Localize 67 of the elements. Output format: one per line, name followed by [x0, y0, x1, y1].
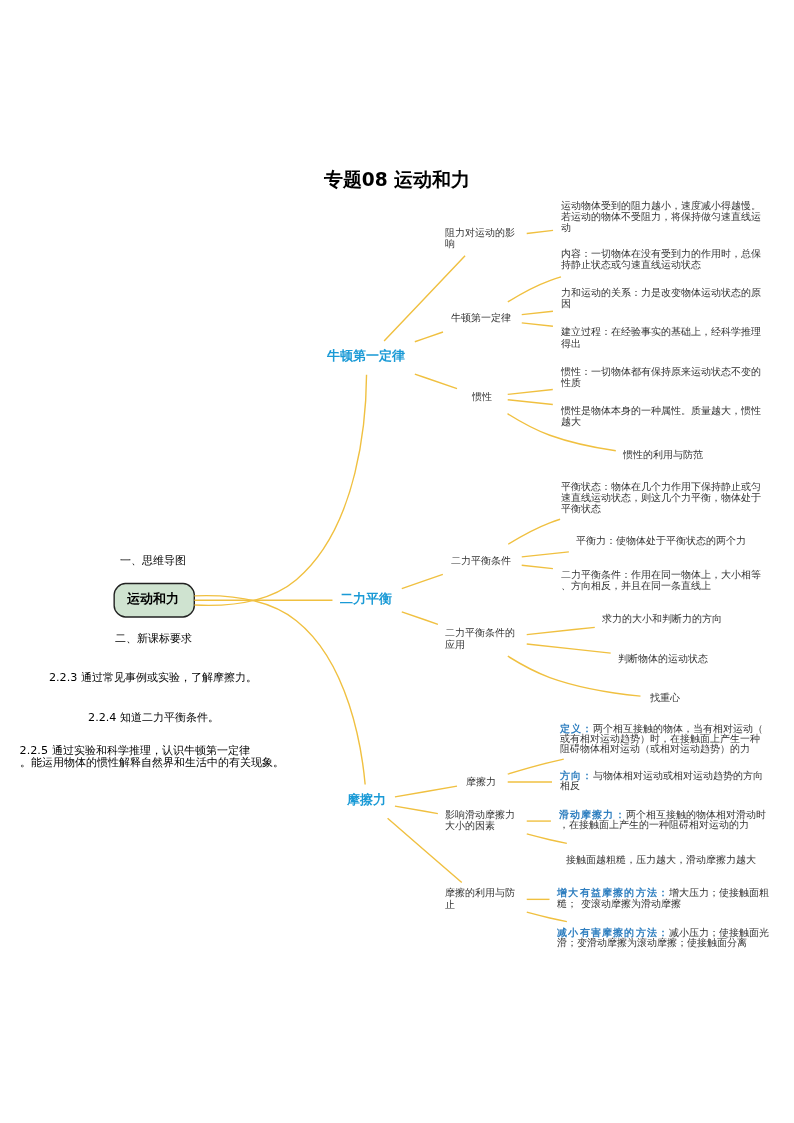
node-text: 惯性的利用与防范 [623, 447, 704, 460]
node-text: 滑动摩擦力：两个相互接触的物体相对滑动时，在接触面上产生的一种阻碍相对运动的力 [558, 807, 766, 830]
connector [193, 594, 366, 785]
node-text: 定义：两个相互接触的物体，当有相对运动（或有相对运动趋势）时，在接触面上产生一种阻碍物体相对运动（或相对运动趋势）的力 [559, 721, 764, 754]
connector [521, 310, 554, 315]
connector [526, 911, 568, 922]
label: 二、新课标要求 [114, 631, 192, 645]
node-text: 摩擦的利用与防止 [445, 885, 516, 910]
connector [526, 819, 552, 822]
connector [526, 626, 596, 635]
connector [507, 388, 554, 395]
node-text: 惯性 [471, 389, 492, 402]
connector [507, 757, 565, 775]
connector [526, 832, 568, 844]
connector [394, 804, 439, 814]
connector [383, 254, 466, 342]
node-text: 二力平衡条件的应用 [445, 625, 516, 650]
label: 2.2.5 通过实验和科学推理，认识牛顿第一定律。能运用物体的惯性解释自然界和生活中的有关现象。 [19, 743, 284, 769]
node-text: 牛顿第一定律 [327, 347, 406, 363]
node-text: 内容：一切物体在没有受到力的作用时，总保持静止状态或匀速直线运动状态 [560, 246, 761, 270]
node-text: 惯性是物体本身的一种属性。质量越大，惯性越大 [560, 403, 761, 427]
node-text: 阻力对运动的影响 [445, 225, 516, 249]
connector [386, 817, 463, 883]
label: 2.2.4 知道二力平衡条件。 [88, 710, 220, 724]
node-text: 摩擦力 [347, 791, 387, 807]
node-text: 判断物体的运动状态 [618, 651, 709, 664]
node-text: 二力平衡条件：作用在同一物体上，大小相等、方向相反，并且在同一条直线上 [560, 567, 761, 591]
node-text: 惯性：一切物体都有保持原来运动状态不变的性质 [560, 364, 761, 388]
connector [507, 518, 561, 545]
node-box: 运动和力 [113, 582, 195, 618]
connector [507, 398, 554, 405]
label: 2.2.3 通过常见事例或实验，了解摩擦力。 [48, 670, 257, 684]
node-text: 平衡状态：物体在几个力作用下保持静止或匀速直线运动状态，则这几个力平衡，物体处于平衡状态 [560, 479, 761, 514]
connector [526, 898, 551, 900]
connector [526, 642, 612, 654]
node-text: 平衡力：使物体处于平衡状态的两个力 [576, 533, 747, 546]
label: 一、思维导图 [120, 553, 187, 567]
node-text: 求力的大小和判断力的方向 [602, 611, 723, 624]
node-text: 力和运动的关系：力是改变物体运动状态的原因 [560, 285, 761, 309]
node-text: 找重心 [650, 690, 681, 703]
connector [521, 550, 570, 558]
connector [526, 229, 554, 234]
connector [193, 599, 334, 601]
connector [414, 330, 444, 342]
connector [521, 321, 554, 327]
node-text: 牛顿第一定律 [450, 310, 511, 323]
node-text: 接触面越粗糙，压力越大，滑动摩擦力越大 [566, 852, 757, 865]
connector [401, 573, 444, 589]
node-text: 影响滑动摩擦力大小的因素 [445, 807, 516, 831]
node-text: 运动物体受到的阻力越小，速度减小得越慢。若运动的物体不受阻力，将保持做匀速直线运动 [560, 198, 761, 233]
connector [394, 784, 458, 798]
connector [401, 610, 439, 625]
connector [521, 564, 554, 569]
connector [193, 373, 368, 606]
connector [506, 412, 617, 451]
diagram-title: 专题08 运动和力 [323, 168, 471, 190]
node-text: 增大有益摩擦的方法：增大压力；使接触面粗糙； 变滚动摩擦为滑动摩擦 [557, 885, 770, 909]
node-text: 减小有害摩擦的方法：减小压力；使接触面光滑；变滑动摩擦为滚动摩擦；使接触面分离 [557, 925, 770, 948]
node-text: 摩擦力 [466, 774, 497, 787]
connector [507, 780, 553, 783]
node-text: 二力平衡条件 [450, 553, 511, 566]
node-text: 建立过程：在经验事实的基础上，经科学推理得出 [560, 324, 761, 349]
connector [507, 275, 562, 303]
node-text: 方向：与物体相对运动或相对运动趋势的方向相反 [559, 768, 764, 791]
node-text: 二力平衡 [340, 590, 393, 606]
connector [414, 372, 458, 389]
connector [507, 655, 642, 697]
